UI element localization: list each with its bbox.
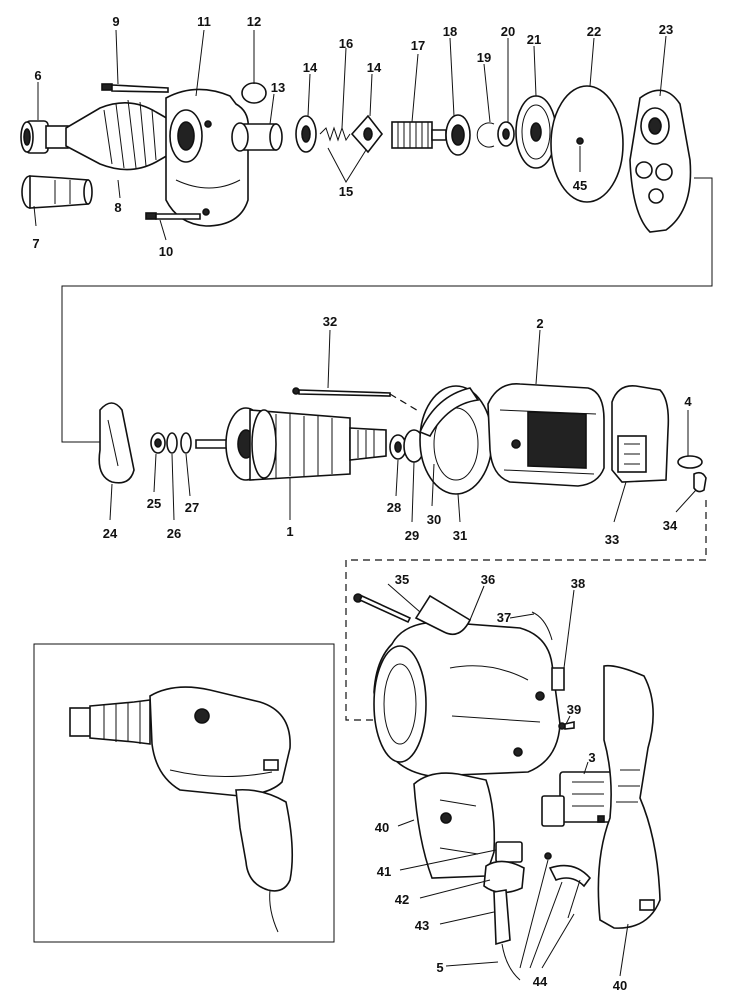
label-part-2: 2 — [536, 316, 543, 331]
label-part-11: 11 — [197, 14, 211, 29]
part-36-motor-housing — [373, 594, 561, 777]
label-part-44: 44 — [533, 974, 548, 989]
label-part-28: 28 — [387, 500, 401, 515]
label-part-18: 18 — [443, 24, 457, 39]
label-part-31: 31 — [453, 528, 467, 543]
label-part-23: 23 — [659, 22, 673, 37]
part-44-screws — [544, 852, 592, 919]
part-1-armature — [195, 407, 387, 481]
part-16-spring — [319, 126, 351, 142]
label-part-22: 22 — [587, 24, 601, 39]
part-14-bearing-left — [295, 115, 317, 153]
label-part-7: 7 — [32, 236, 39, 251]
part-18-bearing — [445, 114, 471, 156]
label-part-8: 8 — [114, 200, 121, 215]
label-part-25: 25 — [147, 496, 161, 511]
label-part-29: 29 — [405, 528, 419, 543]
part-38-clamp — [551, 667, 565, 691]
leader-lines — [33, 29, 697, 977]
label-part-33: 33 — [605, 532, 619, 547]
label-part-40-right: 40 — [613, 978, 627, 993]
label-part-38: 38 — [571, 576, 585, 591]
part-43-cord — [493, 889, 511, 946]
label-part-42: 42 — [395, 892, 409, 907]
part-27-washer — [180, 432, 192, 454]
part-3-switch — [541, 771, 617, 827]
label-part-3: 3 — [588, 750, 595, 765]
part-22-gasket — [550, 85, 624, 203]
label-part-16: 16 — [339, 36, 353, 51]
label-part-37: 37 — [497, 610, 511, 625]
part-4-brush — [677, 455, 703, 469]
connector-line-top — [61, 177, 713, 443]
label-part-26: 26 — [167, 526, 181, 541]
label-part-27: 27 — [185, 500, 199, 515]
label-part-19: 19 — [477, 50, 491, 65]
label-part-35: 35 — [395, 572, 409, 587]
part-2-field-housing — [487, 383, 605, 487]
part-31-fan-baffle — [418, 385, 493, 495]
label-part-5: 5 — [436, 960, 443, 975]
label-part-21: 21 — [527, 32, 541, 47]
label-part-32: 32 — [323, 314, 337, 329]
part-24-baffle — [98, 402, 135, 484]
label-part-14-right: 14 — [367, 60, 382, 75]
part-23-gear-case — [629, 89, 692, 233]
part-34-brush-cap — [693, 471, 707, 493]
label-part-14-left: 14 — [303, 60, 318, 75]
part-5-power-cord — [501, 943, 521, 981]
part-25-washer — [150, 432, 166, 454]
part-17-armature-gear — [391, 121, 447, 149]
assembled-tool-inset — [33, 643, 335, 943]
part-7-sleeve — [21, 175, 93, 209]
label-part-45: 45 — [573, 178, 587, 193]
label-part-41: 41 — [377, 864, 391, 879]
label-part-9: 9 — [112, 14, 119, 29]
part-21-gear — [515, 95, 557, 169]
part-32-screw — [292, 387, 421, 413]
label-part-24: 24 — [103, 526, 118, 541]
label-part-20: 20 — [501, 24, 515, 39]
label-part-43: 43 — [415, 918, 429, 933]
part-8-nose-cone — [65, 99, 171, 171]
part-13-spindle — [231, 122, 283, 152]
part-11-gear-housing — [165, 88, 250, 227]
label-part-6: 6 — [34, 68, 41, 83]
part-14-bearing-right — [350, 114, 384, 154]
part-37-cord-guard — [531, 611, 553, 641]
part-20-washer — [497, 121, 515, 147]
label-part-17: 17 — [411, 38, 425, 53]
part-40-handle-half-left — [413, 772, 496, 879]
part-26-washer — [166, 432, 178, 454]
connector-line-middle — [345, 500, 707, 721]
label-part-1: 1 — [286, 524, 293, 539]
label-part-12: 12 — [247, 14, 261, 29]
part-39-screw — [558, 721, 575, 730]
label-part-40-left: 40 — [375, 820, 389, 835]
part-19-retaining-ring — [476, 122, 495, 148]
label-part-10: 10 — [159, 244, 173, 259]
assembled-tool-illustration — [69, 686, 294, 933]
label-part-36: 36 — [481, 572, 495, 587]
part-6-bit-holder — [20, 120, 69, 154]
part-45-pin — [576, 137, 584, 145]
part-41-cord-clamp — [495, 841, 523, 863]
label-part-13: 13 — [271, 80, 285, 95]
part-labels: 6 7 8 9 10 11 12 13 14 16 14 15 17 18 19… — [32, 14, 692, 993]
label-part-4: 4 — [684, 394, 692, 409]
part-42-cord-protector — [483, 860, 525, 894]
label-part-34: 34 — [663, 518, 678, 533]
label-part-39: 39 — [567, 702, 581, 717]
part-10-screw — [145, 212, 201, 220]
part-33-brush-holder — [611, 385, 670, 483]
part-35-screw — [353, 593, 412, 624]
label-part-30: 30 — [427, 512, 441, 527]
part-9-screw — [101, 83, 169, 93]
label-part-15: 15 — [339, 184, 353, 199]
part-12-cap — [241, 82, 267, 104]
part-40-handle-half-right — [597, 664, 661, 929]
